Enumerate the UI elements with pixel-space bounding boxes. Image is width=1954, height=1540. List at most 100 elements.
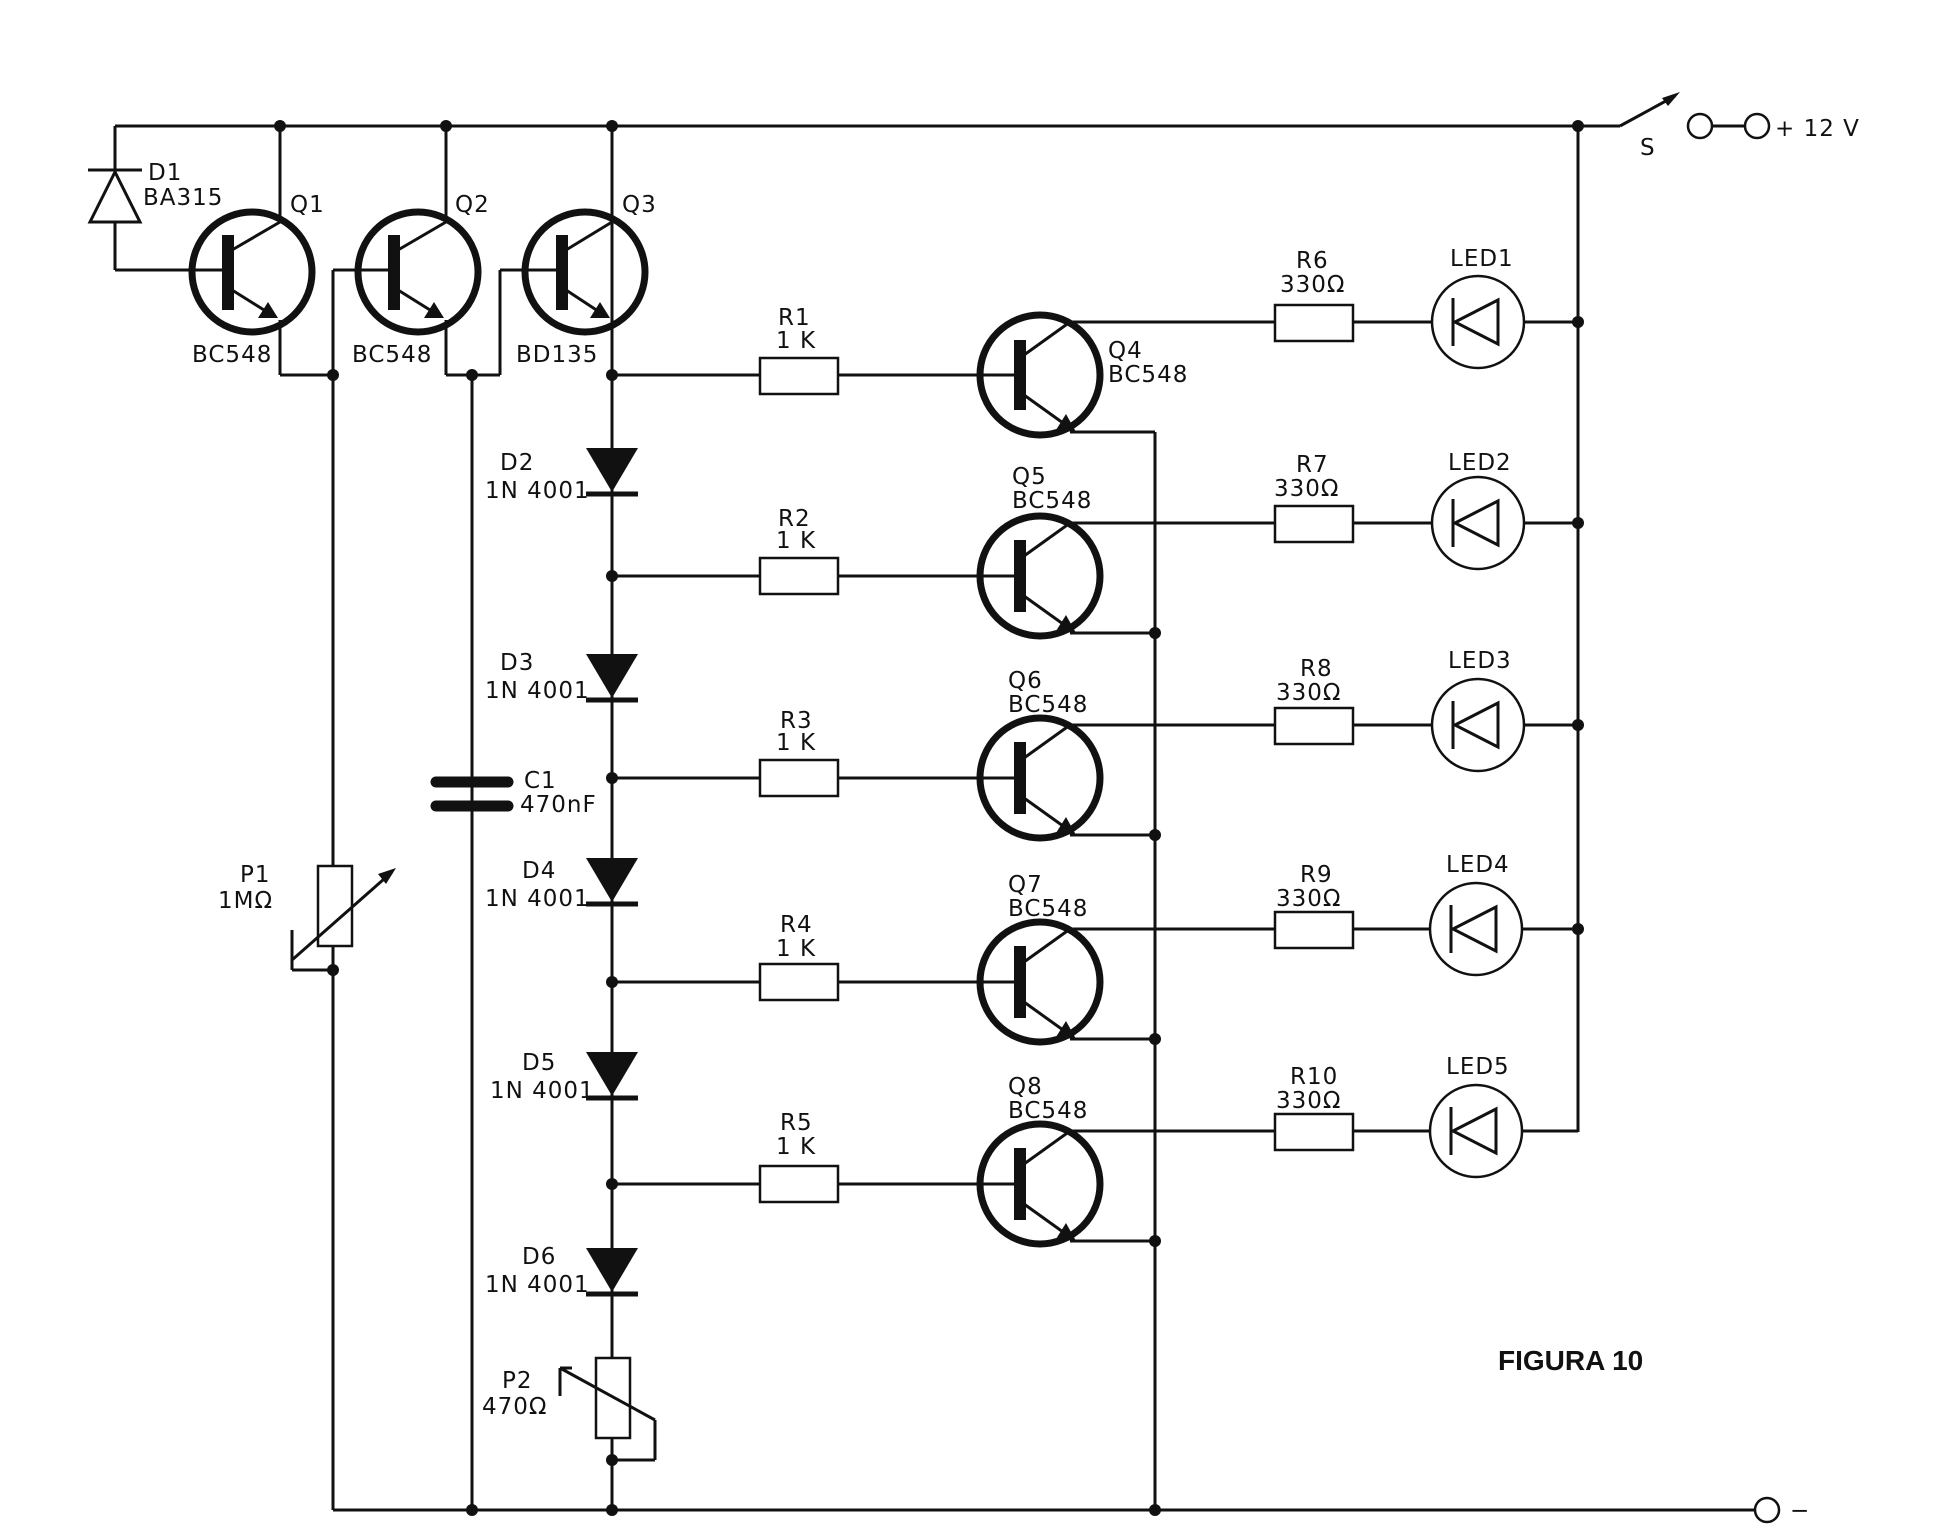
p2-value: 470Ω <box>482 1394 547 1420</box>
r7-ref: R7 <box>1296 452 1329 478</box>
diode-d2 <box>586 448 638 497</box>
q5-type: BC548 <box>1012 488 1092 514</box>
d4-ref: D4 <box>522 858 556 884</box>
q4-ref: Q4 <box>1108 338 1143 364</box>
d1-type: BA315 <box>143 185 223 211</box>
d4-type: 1N 4001 <box>485 886 590 912</box>
r3-ref: R3 <box>780 708 813 734</box>
r1-value: 1 K <box>776 328 816 354</box>
r10-ref: R10 <box>1290 1064 1338 1090</box>
led-5 <box>1428 1083 1578 1179</box>
d1-ref: D1 <box>148 160 182 186</box>
r7-value: 330Ω <box>1274 476 1339 502</box>
resistor-r1 <box>758 356 840 396</box>
r6-value: 330Ω <box>1280 272 1345 298</box>
resistor-r7 <box>1273 504 1355 544</box>
figure-caption: FIGURA 10 <box>1498 1345 1643 1376</box>
r1-ref: R1 <box>778 305 811 331</box>
q7-ref: Q7 <box>1008 872 1043 898</box>
q3-ref: Q3 <box>622 192 657 218</box>
r10-value: 330Ω <box>1276 1088 1341 1114</box>
q7-type: BC548 <box>1008 896 1088 922</box>
led-4 <box>1428 881 1578 977</box>
q1-type: BC548 <box>192 342 272 368</box>
resistor-r6 <box>1273 303 1355 343</box>
r4-ref: R4 <box>780 912 813 938</box>
r8-value: 330Ω <box>1276 680 1341 706</box>
q1-ref: Q1 <box>290 192 325 218</box>
resistor-r8 <box>1273 706 1355 746</box>
r6-ref: R6 <box>1296 248 1329 274</box>
c1-value: 470nF <box>520 792 597 818</box>
d5-type: 1N 4001 <box>490 1078 595 1104</box>
transistor-q3 <box>472 126 649 377</box>
transistor-q5 <box>976 512 1275 640</box>
terminal-positive-a <box>1686 112 1714 140</box>
diode-d4 <box>586 858 638 907</box>
terminal-positive-b <box>1743 112 1771 140</box>
transistor-q8 <box>976 1120 1275 1248</box>
d3-type: 1N 4001 <box>485 678 590 704</box>
r3-value: 1 K <box>776 730 816 756</box>
led-3 <box>1430 677 1578 773</box>
r2-value: 1 K <box>776 528 816 554</box>
transistor-q7 <box>976 918 1275 1046</box>
resistor-r3 <box>758 758 840 798</box>
transistor-q1 <box>188 126 333 377</box>
p1-value: 1MΩ <box>218 888 273 914</box>
supply-negative-label: − <box>1790 1498 1810 1524</box>
resistor-r9 <box>1273 910 1355 950</box>
q8-type: BC548 <box>1008 1098 1088 1124</box>
c1-ref: C1 <box>524 768 557 794</box>
r5-value: 1 K <box>776 1134 816 1160</box>
resistor-r10 <box>1273 1112 1355 1152</box>
transistor-q2 <box>331 126 482 377</box>
led-2 <box>1430 475 1578 571</box>
potentiometer-p1[interactable] <box>290 864 396 972</box>
resistor-r2 <box>758 556 840 596</box>
d3-ref: D3 <box>500 650 534 676</box>
r9-value: 330Ω <box>1276 886 1341 912</box>
q5-ref: Q5 <box>1012 464 1047 490</box>
q2-ref: Q2 <box>455 192 490 218</box>
r2-ref: R2 <box>778 506 811 532</box>
resistor-r4 <box>758 962 840 1002</box>
q8-ref: Q8 <box>1008 1074 1043 1100</box>
p1-ref: P1 <box>240 862 271 888</box>
r5-ref: R5 <box>780 1110 813 1136</box>
d5-ref: D5 <box>522 1050 556 1076</box>
r9-ref: R9 <box>1300 862 1333 888</box>
power-switch[interactable] <box>1619 92 1745 128</box>
q3-type: BD135 <box>516 342 598 368</box>
led-1 <box>1430 274 1578 370</box>
transistor-q6 <box>976 714 1275 842</box>
q4-type: BC548 <box>1108 362 1188 388</box>
q6-ref: Q6 <box>1008 668 1043 694</box>
led4-ref: LED4 <box>1446 852 1510 878</box>
r4-value: 1 K <box>776 936 816 962</box>
diode-d6 <box>586 1248 638 1297</box>
q2-type: BC548 <box>352 342 432 368</box>
r8-ref: R8 <box>1300 656 1333 682</box>
led5-ref: LED5 <box>1446 1054 1510 1080</box>
junction-dots <box>274 120 1584 1516</box>
p2-ref: P2 <box>502 1368 533 1394</box>
led2-ref: LED2 <box>1448 450 1512 476</box>
capacitor-c1 <box>430 776 514 812</box>
terminal-negative <box>1753 1496 1781 1524</box>
d6-type: 1N 4001 <box>485 1272 590 1298</box>
d6-ref: D6 <box>522 1244 556 1270</box>
q6-type: BC548 <box>1008 692 1088 718</box>
d2-type: 1N 4001 <box>485 478 590 504</box>
diode-d5 <box>586 1052 638 1101</box>
resistor-r5 <box>758 1164 840 1204</box>
led3-ref: LED3 <box>1448 648 1512 674</box>
diode-d1 <box>87 126 228 272</box>
transistor-q4 <box>976 311 1275 439</box>
supply-positive-label: + 12 V <box>1775 116 1860 142</box>
d2-ref: D2 <box>500 450 534 476</box>
switch-label: S <box>1640 135 1656 161</box>
diode-d3 <box>586 654 638 703</box>
potentiometer-p2[interactable] <box>558 1356 657 1462</box>
